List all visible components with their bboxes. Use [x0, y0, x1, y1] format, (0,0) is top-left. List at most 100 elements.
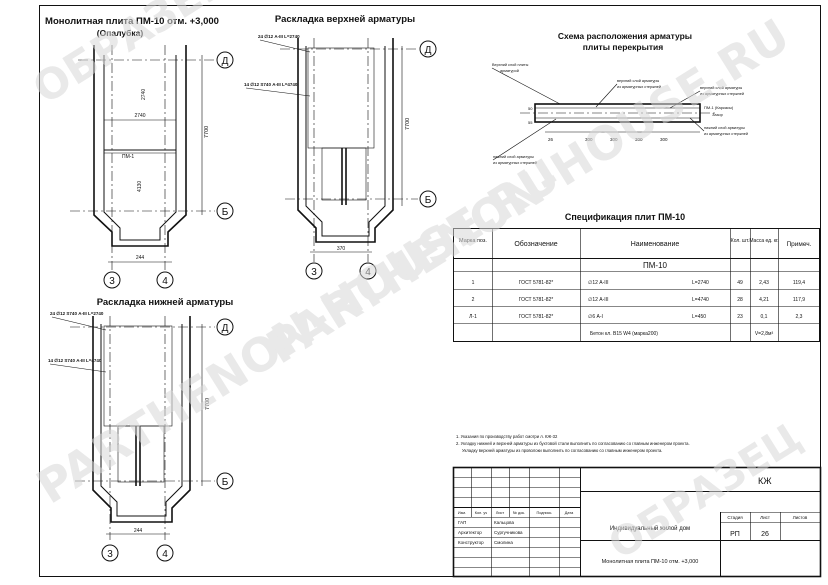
spec-volume: V=2,8м³: [755, 331, 774, 337]
plan3-leader-1: [51, 316, 107, 331]
scheme-dim-1: 300: [585, 137, 593, 142]
spec-group: ПМ-10: [643, 261, 668, 270]
plan1-subtitle: (Опалубка): [97, 28, 144, 38]
spec-r2-note: 117,9: [793, 297, 805, 303]
spec-r3-mass: 0,1: [761, 314, 768, 320]
stamp-role-constr: Конструктор: [458, 540, 484, 545]
scheme-title: Схема расположения арматуры: [558, 31, 692, 41]
plan1-dim-7700: 7700: [204, 126, 210, 138]
plan3-inner: [100, 324, 183, 517]
scheme-leader-3: [669, 90, 701, 109]
plan1-inner: [103, 55, 177, 241]
sheet-frame: [39, 5, 821, 577]
stamp-project: Индивидуальный жилой дом: [610, 525, 690, 532]
spec-table: Спецификация плит ПМ-10 Марка поз. Обозн…: [453, 212, 820, 342]
rebar-scheme: Схема расположения арматуры плиты перекр…: [491, 31, 748, 165]
axis-d-label: Д: [222, 56, 229, 67]
axis-4-bubble-3: [156, 544, 174, 562]
scheme-label-top-grid: верхний слой арматуры: [617, 79, 660, 83]
axis-d-label-2: Д: [425, 45, 432, 56]
plan1-title: Монолитная плита ПМ-10 отм. +3,000: [45, 16, 219, 27]
spec-r3-note: 2,3: [796, 314, 803, 320]
scheme-label-top-slab: Верхний слой плиты: [492, 63, 529, 67]
spec-frame: [453, 228, 820, 342]
axis-3-bubble-2: [305, 262, 323, 280]
stamp-sheet-h: Лист: [760, 515, 770, 520]
stamp-name-2: Сургучникова: [494, 530, 523, 535]
title-block: КЖ Индивидуальный жилой дом Монолитная п…: [452, 466, 822, 578]
scheme-leader-5: [492, 118, 557, 161]
spec-r1-desig: ГОСТ 5781-82*: [519, 280, 554, 286]
spec-r2-mark: 2: [472, 297, 475, 303]
plan-top-rebar: Раскладка верхней арматуры 24 ∅12 А-III …: [244, 14, 437, 280]
axis-d-bubble-3: [216, 318, 234, 336]
scheme-label-gap: Зазор: [712, 112, 724, 117]
scheme-label-top-slab-2: арматурой: [500, 69, 519, 73]
spec-r3-desig: ГОСТ 5781-82*: [519, 314, 554, 320]
stamp-col-doc: № док.: [513, 511, 525, 515]
stamp-sheet-title: Монолитная плита ПМ-10 отм. +3,000: [602, 559, 699, 565]
note-1: 1. Указания по производству работ смотри…: [456, 434, 558, 439]
spec-r3-len: L=450: [692, 314, 706, 320]
axis-4-label-2: 4: [365, 267, 371, 278]
scheme-label-top-grid-4: из арматурных стержней: [700, 92, 744, 96]
scheme-label-bot-grid: нижний слой арматуры: [704, 126, 745, 130]
scheme-label-bot-slab: нижний слой арматуры: [493, 155, 534, 159]
note-2: 2. Укладку нижней и верхней арматуры из …: [456, 441, 690, 446]
axis-b-label-2: Б: [425, 195, 432, 206]
stamp-stage: РП: [730, 531, 740, 538]
scheme-leader-2: [595, 83, 618, 108]
plan1-dim-left: 2740: [141, 89, 147, 100]
stamp-frame: [452, 466, 822, 578]
axis-b-label-3: Б: [222, 477, 229, 488]
spec-r2-qty: 28: [737, 297, 743, 303]
plan1-dim-244: 244: [136, 255, 145, 261]
plan3-rebar-label-1: 24 ∅12 S740 А-III L=2740: [50, 311, 104, 316]
spec-r1-mass: 2,43: [759, 280, 769, 286]
plan2-mesh: [307, 47, 375, 149]
scheme-label-bot-slab-2: из арматурных стержней: [493, 161, 537, 165]
axis-3-bubble: [103, 271, 121, 289]
spec-r1-mark: 1: [472, 280, 475, 286]
stamp-sheet: 26: [761, 531, 769, 538]
plan2-inner: [305, 46, 386, 237]
spec-r3-mark: Л-1: [469, 314, 477, 320]
axis-b-bubble: [216, 202, 234, 220]
scheme-leader-1: [491, 67, 561, 105]
spec-h-name: Наименование: [631, 241, 680, 248]
scheme-dim-55: 55: [528, 120, 533, 125]
spec-r3-name: ∅6 А-I: [588, 314, 603, 320]
spec-h-note: Примеч.: [787, 241, 812, 248]
stamp-col-izm: Изм.: [458, 511, 466, 515]
spec-r1-note: 119,4: [793, 280, 805, 286]
plan3-wall: [92, 316, 191, 523]
scheme-dim-4: 300: [660, 137, 668, 142]
stamp-col-sign: Подпись: [536, 511, 551, 515]
stamp-role-arch: Архитектор: [458, 530, 482, 535]
plan2-dim-7700: 7700: [405, 118, 411, 130]
scheme-label-bot-grid-2: из арматурных стержней: [704, 132, 748, 136]
axis-3-label-3: 3: [107, 549, 113, 560]
plan2-mesh-lower: [321, 147, 367, 201]
spec-concrete: Бетон кл. В15 W4 (марка200): [590, 331, 658, 337]
scheme-label-top-grid-2: из арматурных стержней: [617, 85, 661, 89]
axis-4-label: 4: [162, 276, 168, 287]
spec-h-mark: Марка поз.: [459, 238, 487, 244]
plan3-rebar-label-2: 14 ∅12 S740 А-III L=4740: [48, 358, 102, 363]
axis-3-bubble-3: [101, 544, 119, 562]
plan2-dim-370: 370: [337, 246, 346, 252]
scheme-dim-2: 300: [610, 137, 618, 142]
spec-h-qty: Кол. шт.: [731, 238, 749, 244]
plan1-mark: ПМ-1: [122, 154, 134, 160]
stamp-col-list: Лист: [496, 511, 505, 515]
plan1-wall: [93, 45, 187, 247]
spec-r3-qty: 23: [737, 314, 743, 320]
stamp-role-gap: ГАП: [458, 520, 466, 525]
plan3-mesh-lower: [117, 425, 165, 483]
axis-b-label: Б: [222, 207, 229, 218]
stamp-col-date: Дата: [565, 511, 574, 515]
axis-d-label-3: Д: [222, 323, 229, 334]
stamp-grid: [453, 467, 580, 577]
spec-r2-mass: 4,21: [759, 297, 769, 303]
